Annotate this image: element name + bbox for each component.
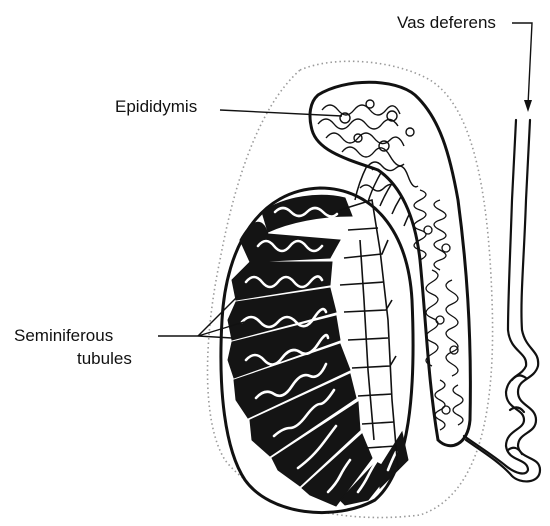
label-seminiferous-line2: tubules bbox=[77, 349, 132, 368]
label-seminiferous-line1: Seminiferous bbox=[14, 326, 113, 345]
leader-vas-deferens bbox=[512, 23, 532, 105]
arrowhead-vas-deferens bbox=[524, 100, 532, 112]
label-epididymis: Epididymis bbox=[115, 97, 197, 116]
label-vas-deferens: Vas deferens bbox=[397, 13, 496, 32]
vas-deferens bbox=[464, 120, 540, 481]
